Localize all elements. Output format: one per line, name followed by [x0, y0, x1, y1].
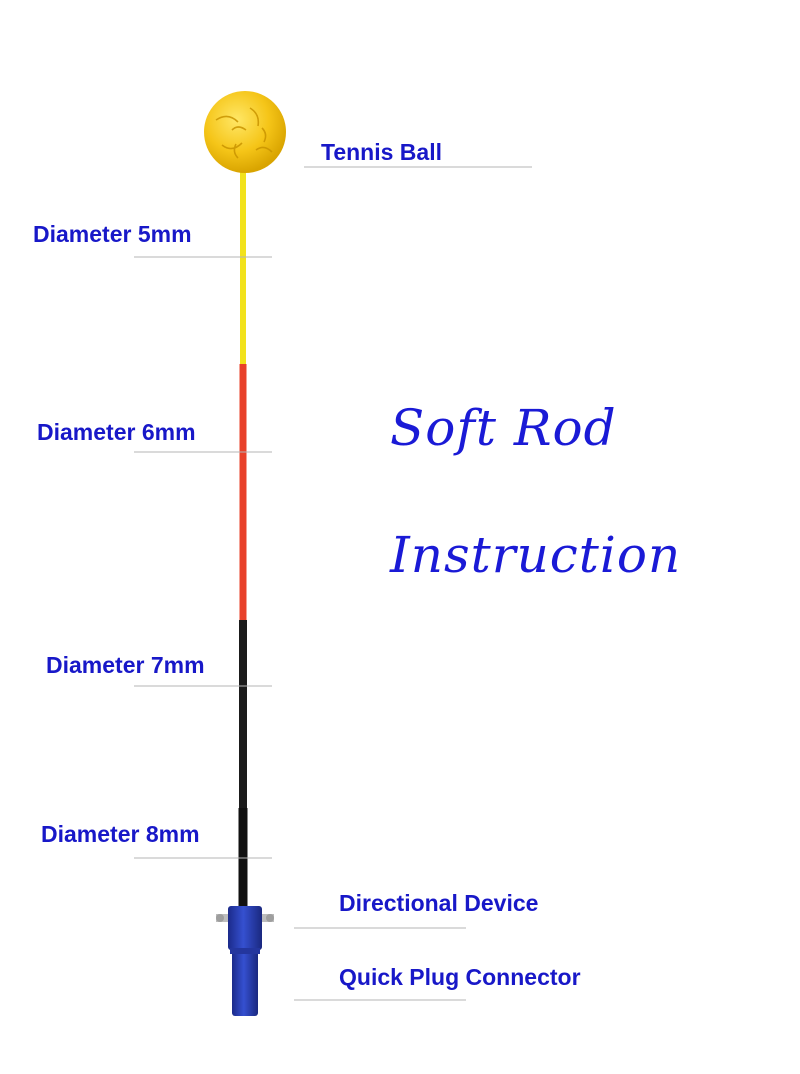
label-diameter-6mm: Diameter 6mm	[37, 419, 196, 445]
label-tennis-ball: Tennis Ball	[321, 139, 442, 165]
label-diameter-8mm: Diameter 8mm	[41, 821, 200, 847]
label-diameter-7mm: Diameter 7mm	[46, 652, 205, 678]
quick-plug-connector-icon	[230, 948, 260, 1016]
title-line-2: Instruction	[390, 526, 682, 584]
directional-device-icon	[216, 906, 274, 950]
rod-section-7mm	[239, 620, 247, 810]
label-diameter-5mm: Diameter 5mm	[33, 221, 192, 247]
tennis-ball-icon	[204, 91, 286, 173]
rod-section-6mm	[239, 364, 247, 622]
rod-section-8mm	[238, 808, 248, 910]
label-directional-device: Directional Device	[339, 890, 539, 916]
label-quick-plug-connector: Quick Plug Connector	[339, 964, 581, 990]
title-line-1: Soft Rod	[390, 399, 617, 457]
rod-section-5mm	[240, 168, 246, 366]
